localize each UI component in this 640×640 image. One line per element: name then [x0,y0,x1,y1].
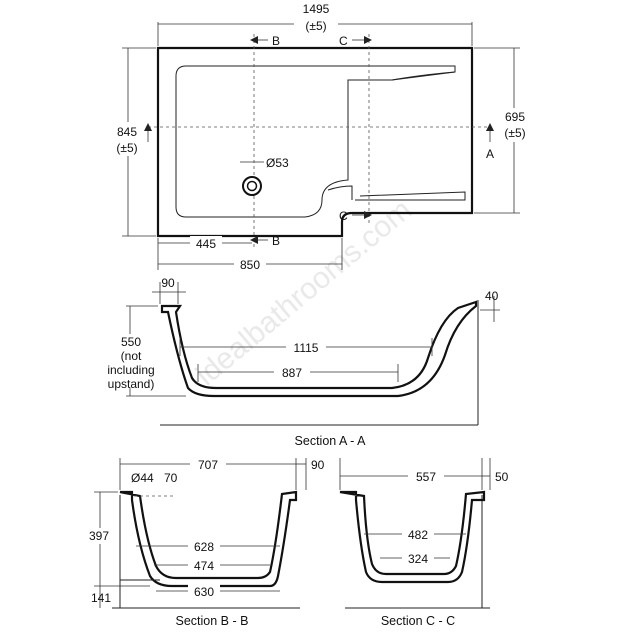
section-cc-324-mask [402,551,434,565]
section-aa-height-4: upstand) [108,377,155,391]
section-a-right-arrow [486,123,494,131]
section-b-top-label: B [272,34,280,48]
section-bb-707-mask [190,457,226,471]
section-bb-overall-width: 707 [198,458,218,472]
section-b-bottom-label: B [272,234,280,248]
section-cc-outline [339,490,486,584]
section-cc-caption: Section C - C [381,614,455,628]
section-cc-482-mask [402,527,434,541]
section-bb-inner-top-width: 628 [194,540,214,554]
dim-1495-mask [294,0,338,34]
section-aa-rim-width: 90 [161,276,175,290]
section-bb-outline [119,490,298,588]
section-bb: 707 90 Ø44 70 397 141 628 474 630 Sectio… [84,457,325,628]
section-aa-height-1: 550 [121,335,141,349]
section-bb-474-mask [188,558,220,572]
section-cc-inner-top-width: 482 [408,528,428,542]
section-c-bottom-label: C [339,209,348,223]
section-b-top-arrow [250,36,258,44]
section-bb-waste-height: 141 [91,591,111,605]
section-cc: 557 50 482 324 Section C - C [339,458,509,628]
watermark: idealbathrooms.com [190,193,418,392]
section-bb-rim-width: 90 [311,458,325,472]
section-aa-caption: Section A - A [295,434,367,448]
dim-850-mask [234,257,266,271]
plan-overall-length-tol: (±5) [305,19,326,33]
section-aa: 90 40 550 (not including upstand) 1115 8… [100,276,500,448]
section-cc-overall-width: 557 [416,470,436,484]
plan-wide-section-length: 850 [240,258,260,272]
section-aa-height-mask [100,334,160,388]
section-aa-outline [160,300,478,398]
section-c-top-arrow [364,36,372,44]
plan-width-left: 845 [117,125,137,139]
section-a-label: A [486,147,494,161]
section-cc-557-mask [408,469,444,483]
plan-waste-offset: 445 [196,237,216,251]
dim-695-mask [498,108,532,142]
plan-view: Ø53 B B C C A 1495 (±5) 845 (±5) [110,0,532,272]
plan-waste-diameter: Ø53 [266,156,289,170]
plan-waste-inner [246,180,258,192]
section-aa-height-3: including [107,363,154,377]
section-a-left-arrow [144,123,152,131]
plan-slope-line-bottom [355,191,466,201]
section-bb-height: 397 [89,529,109,543]
section-aa-inner-bottom-length: 887 [282,366,302,380]
section-cc-rim-width: 50 [495,470,509,484]
dim-445-mask [190,236,222,250]
section-bb-caption: Section B - B [176,614,249,628]
plan-width-right-tol: (±5) [504,126,525,140]
section-cc-inner-bottom-width: 324 [408,552,428,566]
section-aa-887-mask [274,365,310,379]
section-c-top-label: C [339,34,348,48]
section-aa-1115-mask [286,340,326,354]
section-aa-inner-top-length: 1115 [294,341,319,355]
section-aa-upstand: 40 [485,289,499,303]
section-aa-height-2: (not [121,349,142,363]
plan-width-right: 695 [505,110,525,124]
section-bb-waste-diameter: Ø44 [131,471,154,485]
section-bb-630-mask [188,584,220,598]
section-bb-inner-bottom-width: 474 [194,559,214,573]
section-c-bottom-arrow [364,211,372,219]
plan-overall-length: 1495 [303,2,330,16]
plan-width-left-tol: (±5) [116,141,137,155]
dim-845-mask [110,122,144,156]
plan-slope-line-top [391,71,456,81]
section-bb-floor-width: 630 [194,585,214,599]
section-bb-628-mask [188,539,220,553]
section-bb-waste-offset: 70 [164,471,178,485]
plan-outer-outline [156,46,474,238]
plan-step-line [327,185,353,200]
section-bb-height-mask [84,528,116,544]
section-b-bottom-arrow [250,236,258,244]
